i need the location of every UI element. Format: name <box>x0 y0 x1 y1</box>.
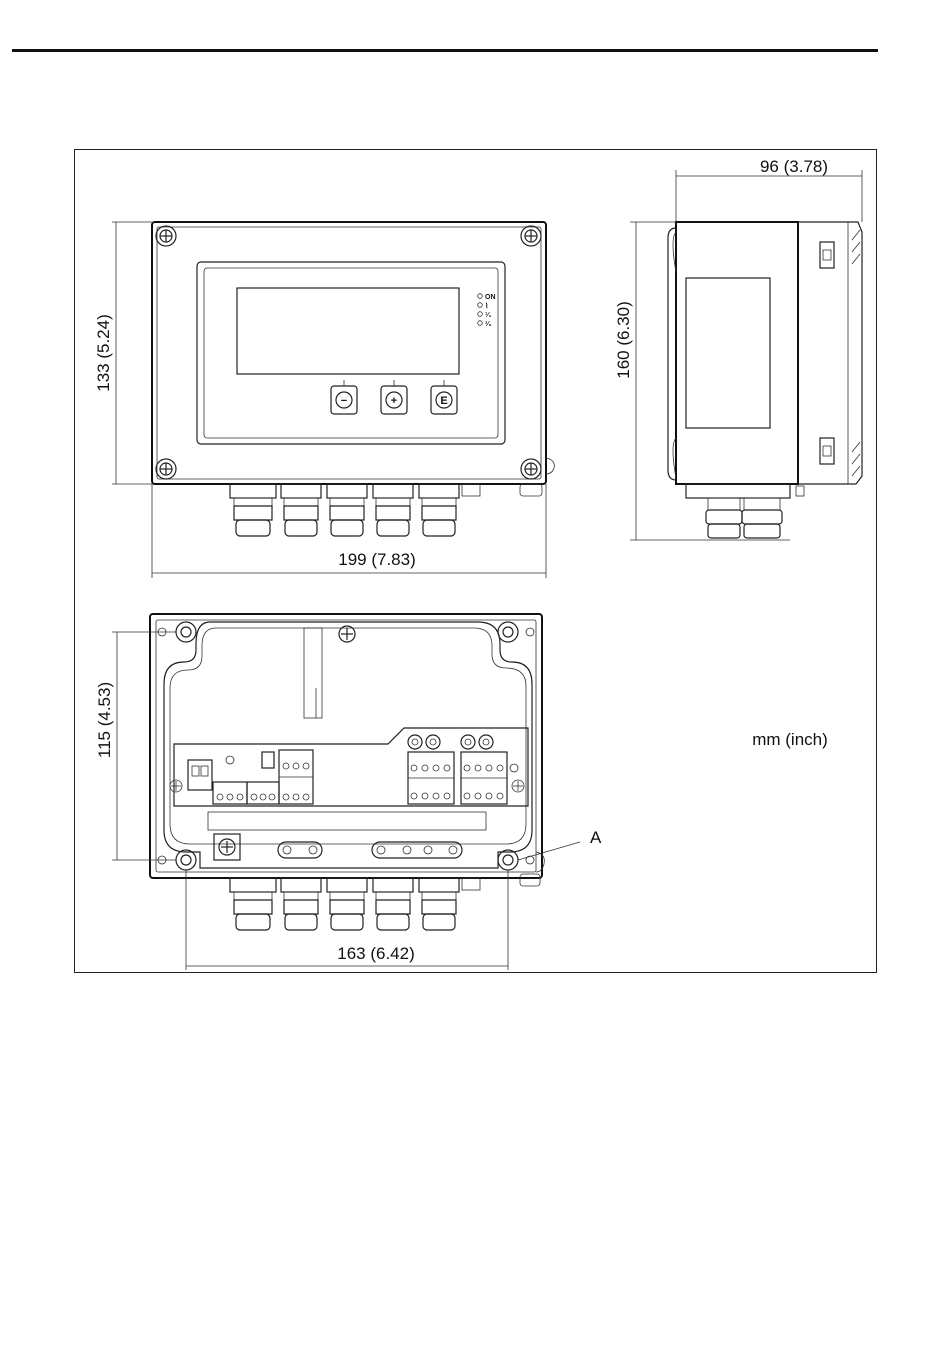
plus-button-label: + <box>391 395 397 407</box>
front-screws <box>156 226 541 479</box>
led-indicators: ON ⌇ ¹⁄₁ ¹⁄₂ <box>478 294 496 328</box>
front-cable-glands <box>230 484 480 536</box>
led-label-on: ON <box>485 294 496 301</box>
front-view: ON ⌇ ¹⁄₁ ¹⁄₂ − + E <box>94 222 554 578</box>
front-buttons: − + E <box>331 380 457 414</box>
open-screws <box>158 622 534 870</box>
open-housing-view: A 115 (4.53) 163 (6.42) <box>95 614 602 970</box>
dim-width-open: 163 (6.42) <box>337 944 415 963</box>
led-label-2: ¹⁄₁ <box>485 312 492 319</box>
callout-a: A <box>590 828 602 847</box>
open-cable-glands <box>230 878 480 930</box>
led-label-3: ¹⁄₂ <box>485 321 492 328</box>
minus-button-label: − <box>341 395 347 407</box>
terminal-blocks-left <box>213 750 313 804</box>
units-label: mm (inch) <box>752 730 828 749</box>
led-label-1: ⌇ <box>485 302 488 310</box>
terminal-blocks-right <box>408 735 507 804</box>
dim-width-front: 199 (7.83) <box>338 550 416 569</box>
dim-depth-side: 96 (3.78) <box>760 157 828 176</box>
dim-height-side: 160 (6.30) <box>614 301 633 379</box>
side-view: 96 (3.78) 160 (6.30) <box>614 157 862 540</box>
enter-button-label: E <box>440 395 447 407</box>
dim-height-open: 115 (4.53) <box>95 682 114 758</box>
dim-height-front: 133 (5.24) <box>94 314 113 392</box>
